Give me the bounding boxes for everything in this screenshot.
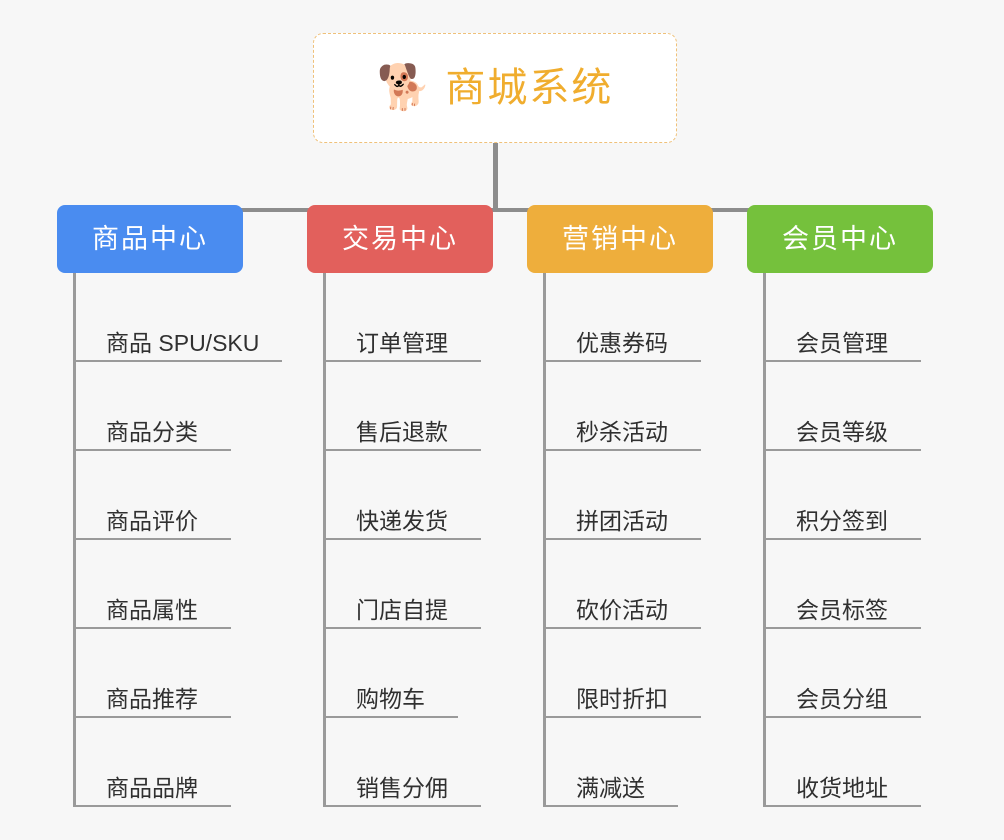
list-item-label: 会员标签 [796, 596, 888, 623]
category-label: 商品中心 [92, 223, 208, 254]
list-item[interactable]: 收货地址 [766, 718, 933, 807]
list-item-label: 售后退款 [356, 418, 448, 445]
list-item-label: 商品推荐 [106, 685, 198, 712]
list-item[interactable]: 售后退款 [326, 362, 493, 451]
list-item-label: 满减送 [576, 774, 645, 801]
list-item[interactable]: 砍价活动 [546, 540, 713, 629]
list-item[interactable]: 门店自提 [326, 540, 493, 629]
list-item[interactable]: 快递发货 [326, 451, 493, 540]
category-items-3: 优惠券码 秒杀活动 拼团活动 砍价活动 限时折扣 满减送 [543, 273, 713, 807]
list-item-label: 会员等级 [796, 418, 888, 445]
list-item[interactable]: 优惠券码 [546, 273, 713, 362]
list-item-label: 拼团活动 [576, 507, 668, 534]
connector-root-stem [493, 143, 498, 211]
list-item-label: 销售分佣 [356, 774, 448, 801]
category-label: 营销中心 [562, 223, 678, 254]
list-item-label: 优惠券码 [576, 329, 668, 356]
list-item-label: 会员分组 [796, 685, 888, 712]
list-item[interactable]: 商品 SPU/SKU [76, 273, 282, 362]
list-item-label: 商品分类 [106, 418, 198, 445]
category-items-1: 商品 SPU/SKU 商品分类 商品评价 商品属性 商品推荐 商品品牌 [73, 273, 282, 807]
list-item-label: 收货地址 [796, 774, 888, 801]
category-label: 会员中心 [782, 223, 898, 254]
list-item[interactable]: 订单管理 [326, 273, 493, 362]
shiba-dog-face-icon: 🐕 [376, 63, 432, 112]
category-header-2[interactable]: 交易中心 [307, 205, 493, 273]
category-column-4: 会员中心 会员管理 会员等级 积分签到 会员标签 会员分组 收货地址 [747, 205, 933, 807]
list-item[interactable]: 商品属性 [76, 540, 243, 629]
list-item-label: 快递发货 [356, 507, 448, 534]
list-item[interactable]: 商品评价 [76, 451, 243, 540]
connector-horizontal-bus [148, 208, 842, 212]
list-item[interactable]: 积分签到 [766, 451, 933, 540]
list-item-label: 砍价活动 [576, 596, 668, 623]
list-item[interactable]: 会员分组 [766, 629, 933, 718]
list-item-label: 门店自提 [356, 596, 448, 623]
category-column-1: 商品中心 商品 SPU/SKU 商品分类 商品评价 商品属性 商品推荐 商品品牌 [57, 205, 282, 807]
list-item[interactable]: 商品品牌 [76, 718, 243, 807]
category-label: 交易中心 [342, 223, 458, 254]
root-node-mall-system[interactable]: 🐕 商城系统 [313, 33, 677, 143]
list-item-label: 购物车 [356, 685, 425, 712]
root-node-title: 商城系统 [445, 66, 614, 110]
list-item-label: 秒杀活动 [576, 418, 668, 445]
list-item-label: 商品 SPU/SKU [106, 329, 260, 356]
list-item-label: 商品评价 [106, 507, 198, 534]
category-items-2: 订单管理 售后退款 快递发货 门店自提 购物车 销售分佣 [323, 273, 493, 807]
list-item[interactable]: 商品分类 [76, 362, 243, 451]
category-column-3: 营销中心 优惠券码 秒杀活动 拼团活动 砍价活动 限时折扣 满减送 [527, 205, 713, 807]
list-item-label: 积分签到 [796, 507, 888, 534]
list-item-label: 商品品牌 [106, 774, 198, 801]
category-header-1[interactable]: 商品中心 [57, 205, 243, 273]
list-item[interactable]: 会员标签 [766, 540, 933, 629]
list-item[interactable]: 销售分佣 [326, 718, 493, 807]
list-item[interactable]: 满减送 [546, 718, 713, 807]
category-column-2: 交易中心 订单管理 售后退款 快递发货 门店自提 购物车 销售分佣 [307, 205, 493, 807]
category-items-4: 会员管理 会员等级 积分签到 会员标签 会员分组 收货地址 [763, 273, 933, 807]
list-item[interactable]: 会员等级 [766, 362, 933, 451]
list-item[interactable]: 限时折扣 [546, 629, 713, 718]
list-item[interactable]: 购物车 [326, 629, 493, 718]
category-header-3[interactable]: 营销中心 [527, 205, 713, 273]
list-item[interactable]: 商品推荐 [76, 629, 243, 718]
list-item-label: 会员管理 [796, 329, 888, 356]
list-item[interactable]: 秒杀活动 [546, 362, 713, 451]
list-item-label: 订单管理 [356, 329, 448, 356]
category-header-4[interactable]: 会员中心 [747, 205, 933, 273]
list-item[interactable]: 拼团活动 [546, 451, 713, 540]
list-item-label: 限时折扣 [576, 685, 668, 712]
list-item-label: 商品属性 [106, 596, 198, 623]
list-item[interactable]: 会员管理 [766, 273, 933, 362]
